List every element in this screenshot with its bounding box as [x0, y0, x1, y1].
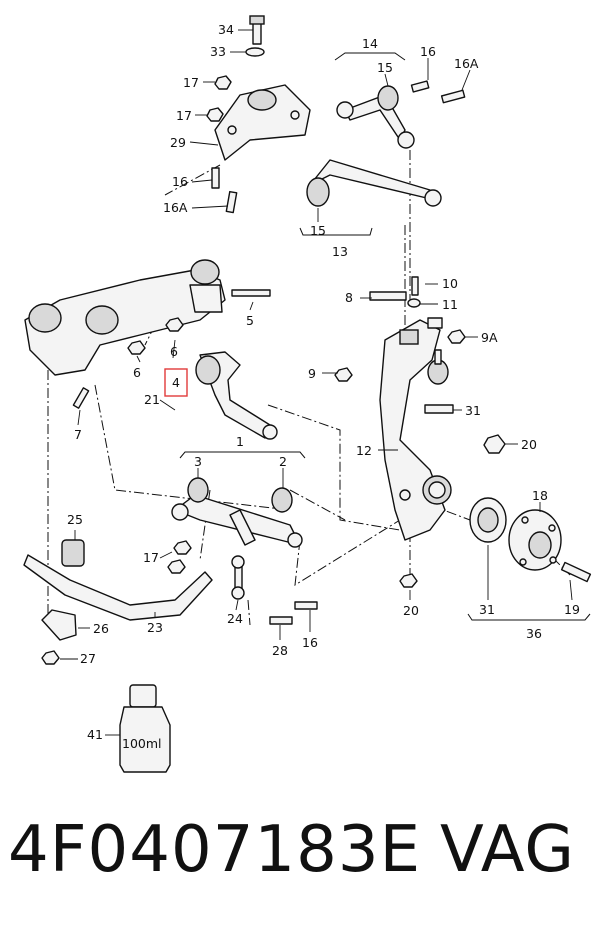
callout-9: 9	[308, 366, 316, 381]
callout-labels: 34 33 17 17 29 16 16A 14 15 16 16A 15 13…	[67, 22, 580, 742]
callout-16: 16	[420, 44, 436, 59]
callout-20: 20	[521, 437, 537, 452]
callout-23: 23	[147, 620, 163, 635]
callout-24: 24	[227, 611, 243, 626]
bottle-label: 100ml	[122, 736, 162, 751]
callout-7: 7	[74, 427, 82, 442]
callout-31: 31	[465, 403, 481, 418]
part-number: 4F0407183E	[8, 813, 421, 887]
bottle-41: 100ml	[119, 684, 171, 773]
callout-14: 14	[362, 36, 378, 51]
callout-4: 4	[172, 375, 180, 390]
callout-33: 33	[210, 44, 226, 59]
callout-31: 31	[479, 602, 495, 617]
callout-16: 16	[302, 635, 318, 650]
callout-8: 8	[345, 290, 353, 305]
callout-16a: 16A	[454, 56, 479, 71]
callout-11: 11	[442, 297, 458, 312]
lower-arms-group	[171, 477, 303, 548]
callout-10: 10	[442, 276, 458, 291]
callout-6: 6	[133, 365, 141, 380]
callout-15: 15	[377, 60, 393, 75]
callout-2: 2	[279, 454, 287, 469]
callout-13: 13	[332, 244, 348, 259]
control-arm-4	[164, 351, 278, 440]
callout-20: 20	[403, 603, 419, 618]
callout-21: 21	[144, 392, 160, 407]
callout-26: 26	[93, 621, 109, 636]
callout-25: 25	[67, 512, 83, 527]
callout-36: 36	[526, 626, 542, 641]
callout-34: 34	[218, 22, 234, 37]
part-4-highlight	[164, 368, 188, 397]
callout-6: 6	[170, 344, 178, 359]
callout-41: 41	[87, 727, 103, 742]
callout-27: 27	[80, 651, 96, 666]
callout-18: 18	[532, 488, 548, 503]
callout-12: 12	[356, 443, 372, 458]
assembly-lines	[47, 150, 571, 626]
callout-16a: 16A	[163, 200, 188, 215]
callout-17: 17	[143, 550, 159, 565]
leader-lines	[60, 29, 573, 736]
callout-17: 17	[183, 75, 199, 90]
callout-17: 17	[176, 108, 192, 123]
upper-links-group	[306, 80, 466, 207]
callout-9a: 9A	[481, 330, 498, 345]
subframe-group	[24, 259, 271, 409]
brand-label: VAG	[440, 813, 575, 887]
brackets	[179, 52, 591, 621]
callout-29: 29	[170, 135, 186, 150]
callout-28: 28	[272, 643, 288, 658]
callout-15: 15	[310, 223, 326, 238]
callout-5: 5	[246, 313, 254, 328]
callout-16: 16	[172, 174, 188, 189]
hub-group	[469, 497, 592, 583]
wheel-bearing-housing	[334, 276, 506, 588]
callout-19: 19	[564, 602, 580, 617]
upper-mount-group	[206, 15, 311, 214]
stabilizer-group	[23, 539, 318, 665]
callout-1: 1	[236, 434, 244, 449]
suspension-exploded-diagram: 100ml	[23, 15, 592, 773]
callout-3: 3	[194, 454, 202, 469]
